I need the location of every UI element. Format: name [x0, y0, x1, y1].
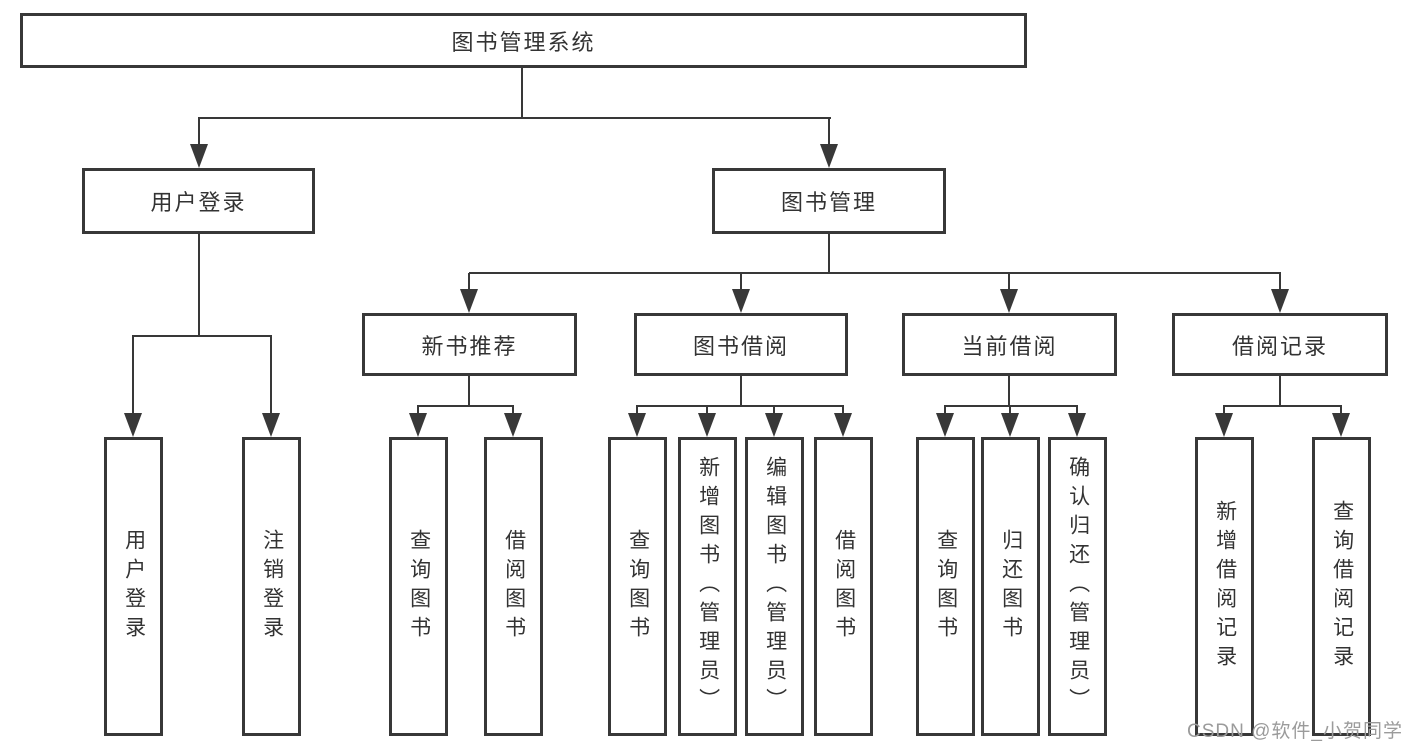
- connector-line: [198, 234, 200, 336]
- connector-line: [1076, 406, 1078, 414]
- arrow-down-icon: [1001, 413, 1019, 437]
- leaf-nbr-borrow-books: 借阅图书: [484, 437, 543, 736]
- connector-line: [1223, 406, 1225, 414]
- arrow-down-icon: [1215, 413, 1233, 437]
- connector-line: [417, 406, 419, 414]
- connector-line: [1279, 273, 1281, 291]
- arrow-down-icon: [936, 413, 954, 437]
- leaf-nbr-query-books: 查询图书: [389, 437, 448, 736]
- arrow-down-icon: [409, 413, 427, 437]
- arrow-down-icon: [834, 413, 852, 437]
- connector-line: [1279, 375, 1281, 406]
- connector-line: [270, 336, 272, 415]
- node-current-borrow: 当前借阅: [902, 313, 1117, 376]
- arrow-down-icon: [765, 413, 783, 437]
- connector-line: [828, 234, 830, 273]
- connector-line: [132, 336, 134, 415]
- connector-line: [740, 375, 742, 406]
- node-user-login: 用户登录: [82, 168, 315, 234]
- leaf-bb-borrow-books: 借阅图书: [814, 437, 873, 736]
- leaf-cb-query-books: 查询图书: [916, 437, 975, 736]
- node-book-borrow: 图书借阅: [634, 313, 848, 376]
- connector-line: [132, 335, 272, 337]
- leaf-bb-add-books-admin: 新增图书（管理员）: [678, 437, 737, 736]
- connector-line: [512, 406, 514, 414]
- leaf-br-add-record: 新增借阅记录: [1195, 437, 1254, 736]
- arrow-down-icon: [190, 144, 208, 168]
- arrow-down-icon: [628, 413, 646, 437]
- arrow-down-icon: [460, 289, 478, 313]
- arrow-down-icon: [820, 144, 838, 168]
- connector-line: [521, 68, 523, 118]
- connector-line: [706, 406, 708, 414]
- arrow-down-icon: [732, 289, 750, 313]
- leaf-bb-edit-books-admin: 编辑图书（管理员）: [745, 437, 804, 736]
- connector-line: [1009, 406, 1011, 414]
- arrow-down-icon: [124, 413, 142, 437]
- connector-line: [417, 405, 514, 407]
- connector-line: [198, 118, 200, 148]
- connector-line: [468, 273, 470, 291]
- connector-line: [944, 406, 946, 414]
- connector-line: [468, 375, 470, 406]
- node-root: 图书管理系统: [20, 13, 1027, 68]
- arrow-down-icon: [1332, 413, 1350, 437]
- watermark: CSDN @软件_小贺同学: [1187, 721, 1403, 742]
- connector-line: [842, 406, 844, 414]
- arrow-down-icon: [262, 413, 280, 437]
- leaf-br-query-record: 查询借阅记录: [1312, 437, 1371, 736]
- connector-line: [1340, 406, 1342, 414]
- leaf-logout: 注销登录: [242, 437, 301, 736]
- leaf-cb-confirm-return-admin: 确认归还（管理员）: [1048, 437, 1107, 736]
- arrow-down-icon: [1271, 289, 1289, 313]
- node-borrow-records: 借阅记录: [1172, 313, 1388, 376]
- arrow-down-icon: [698, 413, 716, 437]
- connector-line: [469, 272, 1281, 274]
- connector-line: [1008, 375, 1010, 406]
- leaf-bb-query-books: 查询图书: [608, 437, 667, 736]
- connector-line: [773, 406, 775, 414]
- connector-line: [740, 273, 742, 291]
- connector-line: [1223, 405, 1342, 407]
- leaf-cb-return-books: 归还图书: [981, 437, 1040, 736]
- node-new-book-recommend: 新书推荐: [362, 313, 577, 376]
- arrow-down-icon: [1068, 413, 1086, 437]
- connector-line: [636, 406, 638, 414]
- connector-line: [636, 405, 844, 407]
- leaf-user-login: 用户登录: [104, 437, 163, 736]
- connector-line: [198, 117, 831, 119]
- connector-line: [944, 405, 1078, 407]
- connector-line: [828, 118, 830, 148]
- arrow-down-icon: [1000, 289, 1018, 313]
- node-book-management: 图书管理: [712, 168, 946, 234]
- connector-line: [1008, 273, 1010, 291]
- arrow-down-icon: [504, 413, 522, 437]
